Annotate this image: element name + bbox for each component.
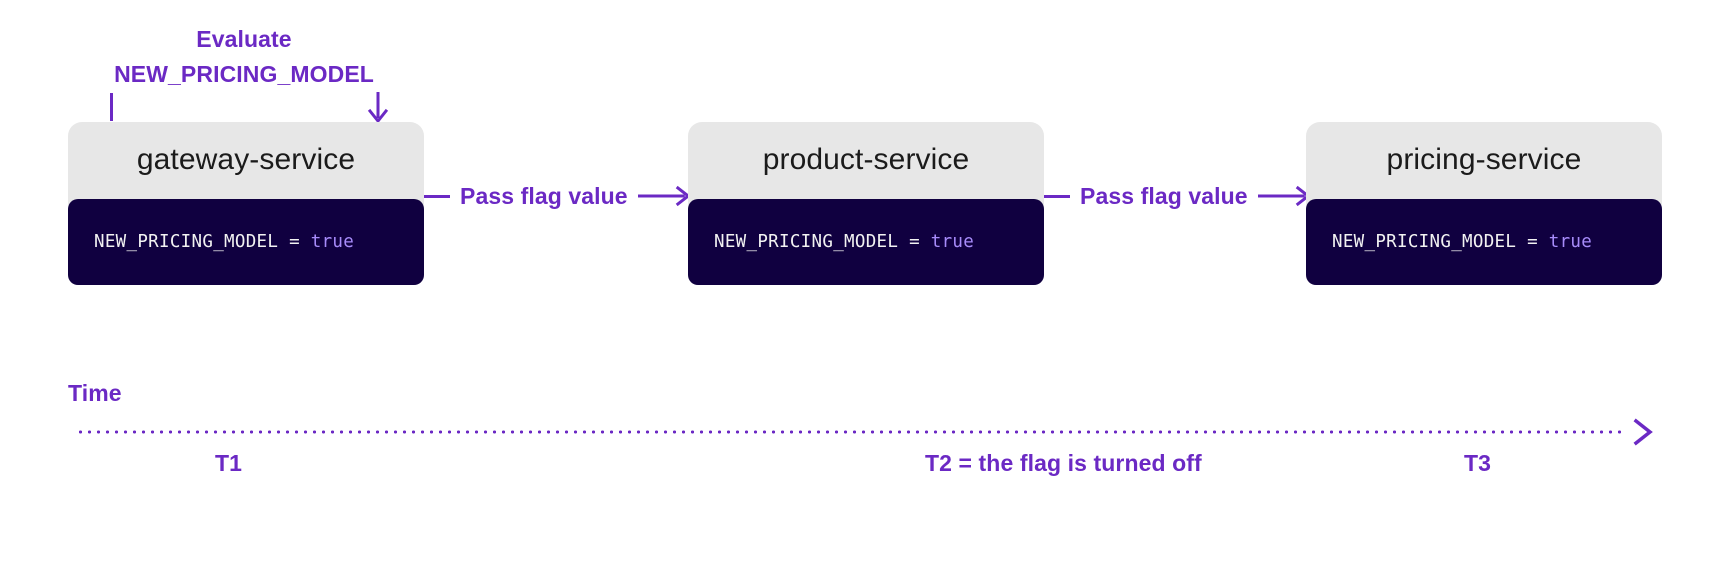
connector-line-stub bbox=[1044, 194, 1070, 198]
arrow-right-icon bbox=[1626, 418, 1656, 446]
service-code-block: NEW_PRICING_MODEL = true bbox=[1306, 199, 1662, 285]
service-code-block: NEW_PRICING_MODEL = true bbox=[688, 199, 1044, 285]
code-flag-name: NEW_PRICING_MODEL bbox=[714, 232, 899, 252]
service-name-label: product-service bbox=[688, 122, 1044, 205]
code-operator: = bbox=[909, 232, 920, 252]
evaluate-annotation-line2: NEW_PRICING_MODEL bbox=[114, 61, 374, 87]
service-code-block: NEW_PRICING_MODEL = true bbox=[68, 199, 424, 285]
connector-product-to-pricing: Pass flag value bbox=[1044, 174, 1306, 218]
arrow-right-icon bbox=[638, 184, 690, 208]
code-flag-value: true bbox=[1548, 232, 1593, 252]
service-card-gateway-service: gateway-service NEW_PRICING_MODEL = true bbox=[68, 122, 424, 285]
code-flag-value: true bbox=[310, 232, 355, 252]
arrow-down-icon bbox=[366, 92, 390, 124]
timeline-track bbox=[76, 418, 1656, 446]
arrow-right-icon bbox=[1258, 184, 1310, 208]
timeline-dotted-line bbox=[76, 430, 1621, 434]
connector-label: Pass flag value bbox=[460, 182, 628, 209]
code-line: NEW_PRICING_MODEL = true bbox=[1332, 232, 1592, 252]
code-line: NEW_PRICING_MODEL = true bbox=[714, 232, 974, 252]
timeline-tick-t1: T1 bbox=[215, 450, 243, 476]
evaluate-annotation-line1: Evaluate bbox=[196, 26, 292, 52]
code-operator: = bbox=[1527, 232, 1538, 252]
code-flag-value: true bbox=[930, 232, 975, 252]
code-line: NEW_PRICING_MODEL = true bbox=[94, 232, 354, 252]
code-flag-name: NEW_PRICING_MODEL bbox=[94, 232, 279, 252]
service-card-product-service: product-service NEW_PRICING_MODEL = true bbox=[688, 122, 1044, 285]
connector-gateway-to-product: Pass flag value bbox=[424, 174, 688, 218]
service-card-pricing-service: pricing-service NEW_PRICING_MODEL = true bbox=[1306, 122, 1662, 285]
timeline-tick-t2: T2 = the flag is turned off bbox=[925, 450, 1202, 476]
code-flag-name: NEW_PRICING_MODEL bbox=[1332, 232, 1517, 252]
connector-line-stub bbox=[424, 194, 450, 198]
code-operator: = bbox=[289, 232, 300, 252]
evaluate-annotation: Evaluate NEW_PRICING_MODEL bbox=[104, 22, 384, 92]
timeline-tick-t3: T3 bbox=[1464, 450, 1492, 476]
service-name-label: gateway-service bbox=[68, 122, 424, 205]
vertical-tick-icon bbox=[110, 93, 113, 121]
timeline-label: Time bbox=[68, 380, 122, 406]
connector-label: Pass flag value bbox=[1080, 182, 1248, 209]
service-name-label: pricing-service bbox=[1306, 122, 1662, 205]
